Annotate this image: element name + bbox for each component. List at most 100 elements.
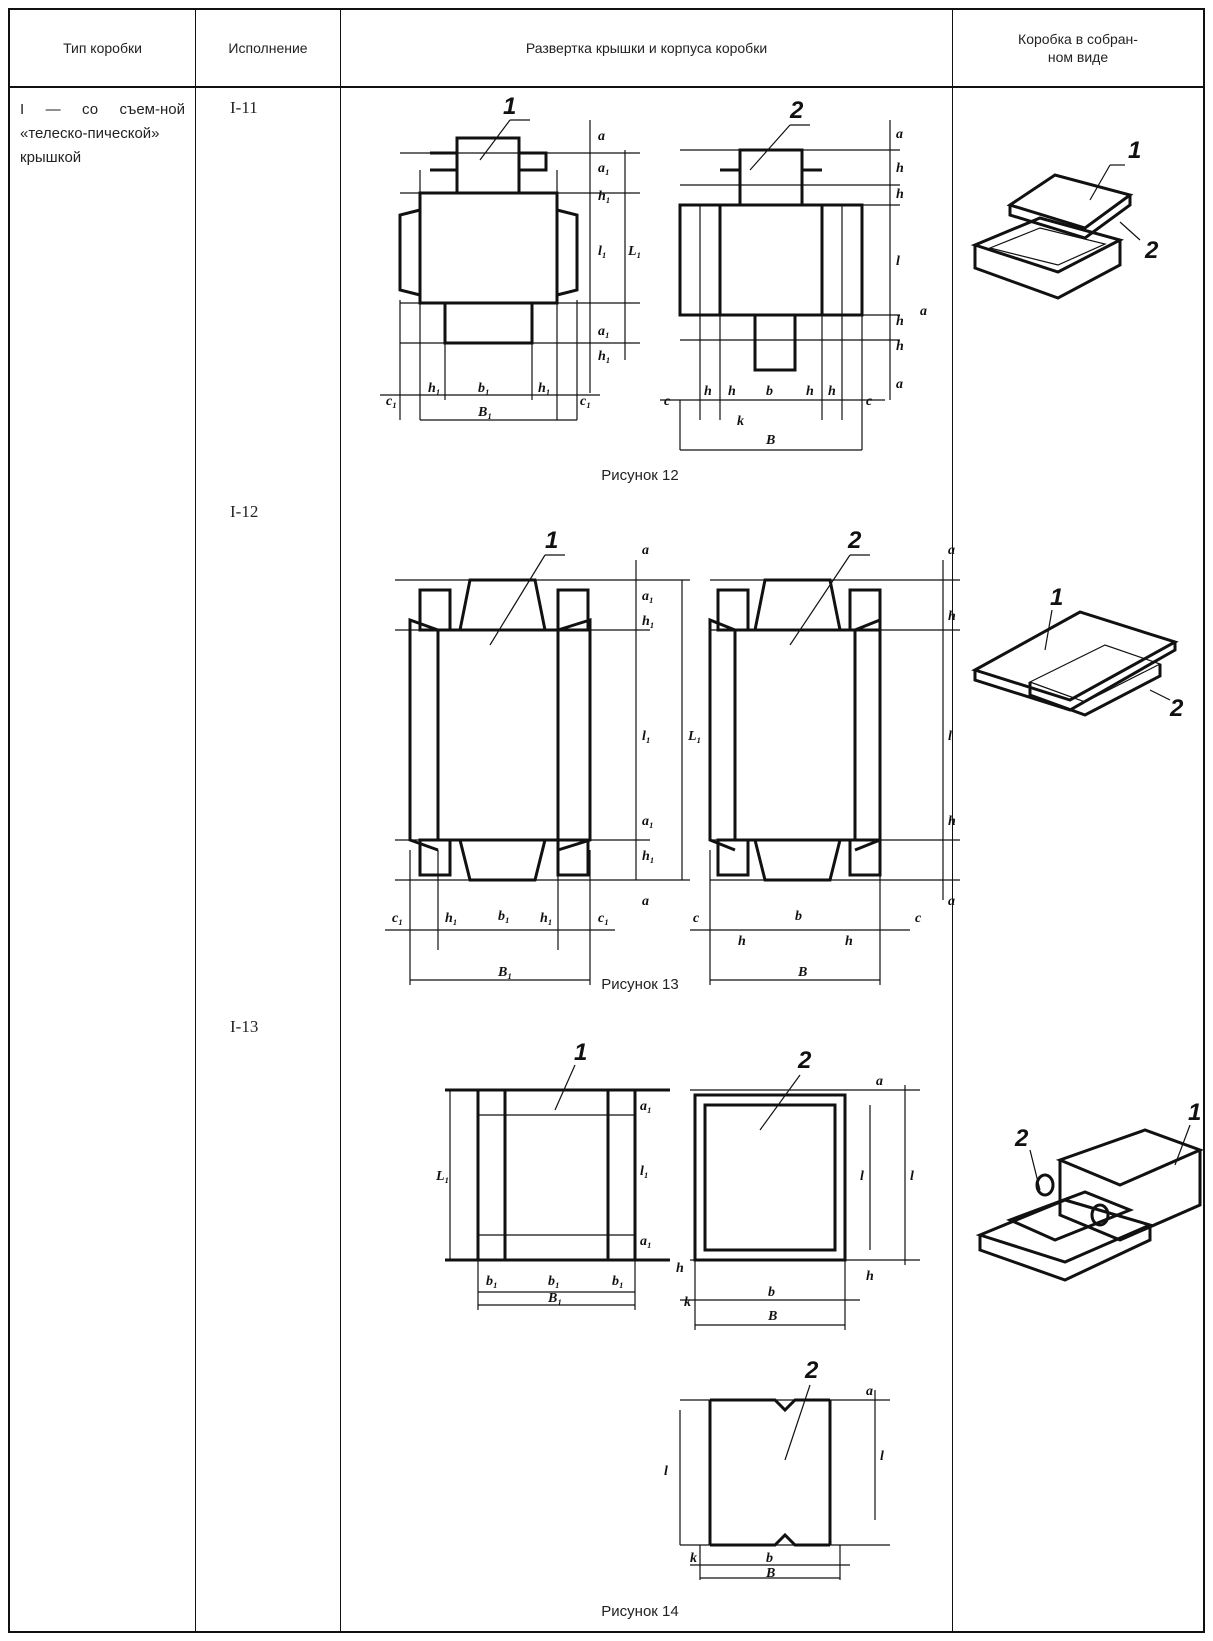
figure-caption-12: Рисунок 12 bbox=[601, 467, 679, 484]
svg-text:B: B bbox=[767, 1309, 777, 1324]
svg-text:b₁: b₁ bbox=[548, 1274, 560, 1289]
svg-text:h₁: h₁ bbox=[540, 911, 553, 926]
svg-text:a: a bbox=[598, 129, 605, 144]
svg-text:h: h bbox=[948, 609, 956, 624]
column-divider bbox=[340, 10, 341, 1631]
svg-text:h: h bbox=[866, 1269, 874, 1284]
figure-13-lid-outline: 1 a a₁ h₁ l₁ L₁ a₁ h₁ a c₁ h₁ b₁ h₁ c₁ B… bbox=[385, 527, 701, 985]
svg-text:L₁: L₁ bbox=[687, 729, 701, 744]
svg-text:B: B bbox=[765, 1566, 775, 1581]
svg-text:L₁: L₁ bbox=[627, 244, 641, 259]
svg-text:b₁: b₁ bbox=[612, 1274, 624, 1289]
svg-text:c: c bbox=[664, 394, 671, 409]
svg-text:1: 1 bbox=[574, 1039, 587, 1066]
svg-text:h: h bbox=[728, 384, 736, 399]
svg-text:a: a bbox=[866, 1384, 873, 1399]
svg-text:c₁: c₁ bbox=[598, 911, 609, 926]
svg-text:l: l bbox=[880, 1449, 884, 1464]
specification-table: Тип коробки Исполнение Развертка крышки … bbox=[8, 8, 1205, 1633]
svg-text:h₁: h₁ bbox=[642, 614, 655, 629]
svg-text:a₁: a₁ bbox=[598, 161, 610, 176]
header-development: Развертка крышки и корпуса коробки bbox=[525, 40, 768, 56]
column-divider bbox=[952, 10, 953, 1631]
svg-text:1: 1 bbox=[1128, 137, 1141, 164]
svg-text:l: l bbox=[910, 1169, 914, 1184]
svg-text:a: a bbox=[896, 127, 903, 142]
svg-text:a₁: a₁ bbox=[642, 814, 654, 829]
header-divider bbox=[10, 86, 1203, 88]
svg-text:1: 1 bbox=[1050, 584, 1063, 611]
variant-i-13: I-13 bbox=[230, 1017, 259, 1036]
svg-text:l₁: l₁ bbox=[640, 1164, 649, 1179]
svg-text:b: b bbox=[768, 1285, 775, 1300]
figure-caption-13: Рисунок 13 bbox=[601, 976, 679, 993]
svg-text:h: h bbox=[845, 934, 853, 949]
svg-text:h: h bbox=[896, 161, 904, 176]
label-lid-1: 1 bbox=[545, 527, 558, 554]
svg-text:b: b bbox=[766, 384, 773, 399]
svg-text:2: 2 bbox=[1014, 1125, 1029, 1152]
svg-text:h: h bbox=[806, 384, 814, 399]
svg-text:a: a bbox=[920, 304, 927, 319]
svg-text:c: c bbox=[915, 911, 922, 926]
svg-text:L₁: L₁ bbox=[435, 1169, 449, 1184]
svg-text:h₁: h₁ bbox=[538, 381, 551, 396]
svg-text:a: a bbox=[642, 894, 649, 909]
label-body-2: 2 bbox=[789, 97, 804, 124]
svg-text:h: h bbox=[896, 339, 904, 354]
svg-text:a: a bbox=[948, 543, 955, 558]
svg-text:c₁: c₁ bbox=[392, 911, 403, 926]
svg-text:2: 2 bbox=[1169, 695, 1184, 722]
svg-text:h₁: h₁ bbox=[445, 911, 458, 926]
figure-14-body-outline: 2 a l l h k b B h bbox=[676, 1047, 920, 1330]
svg-text:h: h bbox=[948, 814, 956, 829]
svg-text:a: a bbox=[642, 543, 649, 558]
svg-text:k: k bbox=[684, 1295, 691, 1310]
svg-text:c: c bbox=[693, 911, 700, 926]
header-box-type: Тип коробки bbox=[63, 40, 142, 56]
svg-text:h₁: h₁ bbox=[598, 349, 611, 364]
figure-caption-14: Рисунок 14 bbox=[601, 1603, 679, 1620]
svg-text:B₁: B₁ bbox=[477, 405, 492, 420]
svg-text:h₁: h₁ bbox=[598, 189, 611, 204]
svg-text:B: B bbox=[765, 433, 775, 448]
svg-text:B₁: B₁ bbox=[497, 965, 512, 980]
figure-12-lid-outline: 1 a a₁ h₁ l₁ L₁ a₁ h₁ c₁ h₁ b₁ h₁ c₁ B₁ bbox=[380, 93, 641, 421]
svg-text:B: B bbox=[797, 965, 807, 980]
svg-text:h₁: h₁ bbox=[642, 849, 655, 864]
svg-text:1: 1 bbox=[1188, 1099, 1201, 1126]
svg-text:c₁: c₁ bbox=[580, 394, 591, 409]
svg-text:l: l bbox=[896, 254, 900, 269]
svg-text:b: b bbox=[795, 909, 802, 924]
svg-text:B₁: B₁ bbox=[547, 1291, 562, 1306]
svg-text:c: c bbox=[866, 394, 873, 409]
svg-text:b₁: b₁ bbox=[486, 1274, 498, 1289]
svg-text:h: h bbox=[896, 314, 904, 329]
svg-text:l: l bbox=[860, 1169, 864, 1184]
svg-text:h: h bbox=[738, 934, 746, 949]
svg-text:l: l bbox=[948, 729, 952, 744]
figure-14-lid-outline: 1 L₁ a₁ l₁ a₁ b₁ b₁ b₁ B₁ bbox=[435, 1039, 670, 1310]
svg-text:k: k bbox=[690, 1551, 697, 1566]
svg-text:2: 2 bbox=[804, 1357, 819, 1384]
variant-i-11: I-11 bbox=[230, 98, 258, 117]
header-variant: Исполнение bbox=[228, 40, 308, 56]
svg-text:a: a bbox=[948, 894, 955, 909]
variant-i-12: I-12 bbox=[230, 502, 259, 521]
svg-text:a₁: a₁ bbox=[598, 324, 610, 339]
svg-text:a₁: a₁ bbox=[642, 589, 654, 604]
svg-text:l: l bbox=[664, 1464, 668, 1479]
svg-text:h: h bbox=[828, 384, 836, 399]
header-assembled: Коробка в собран- ном виде bbox=[1018, 31, 1138, 65]
box-type-description: I — со съем-ной «телеско-пической» крышк… bbox=[20, 101, 185, 166]
svg-text:a₁: a₁ bbox=[640, 1099, 652, 1114]
label-lid-1: 1 bbox=[503, 93, 516, 120]
svg-text:a: a bbox=[896, 377, 903, 392]
